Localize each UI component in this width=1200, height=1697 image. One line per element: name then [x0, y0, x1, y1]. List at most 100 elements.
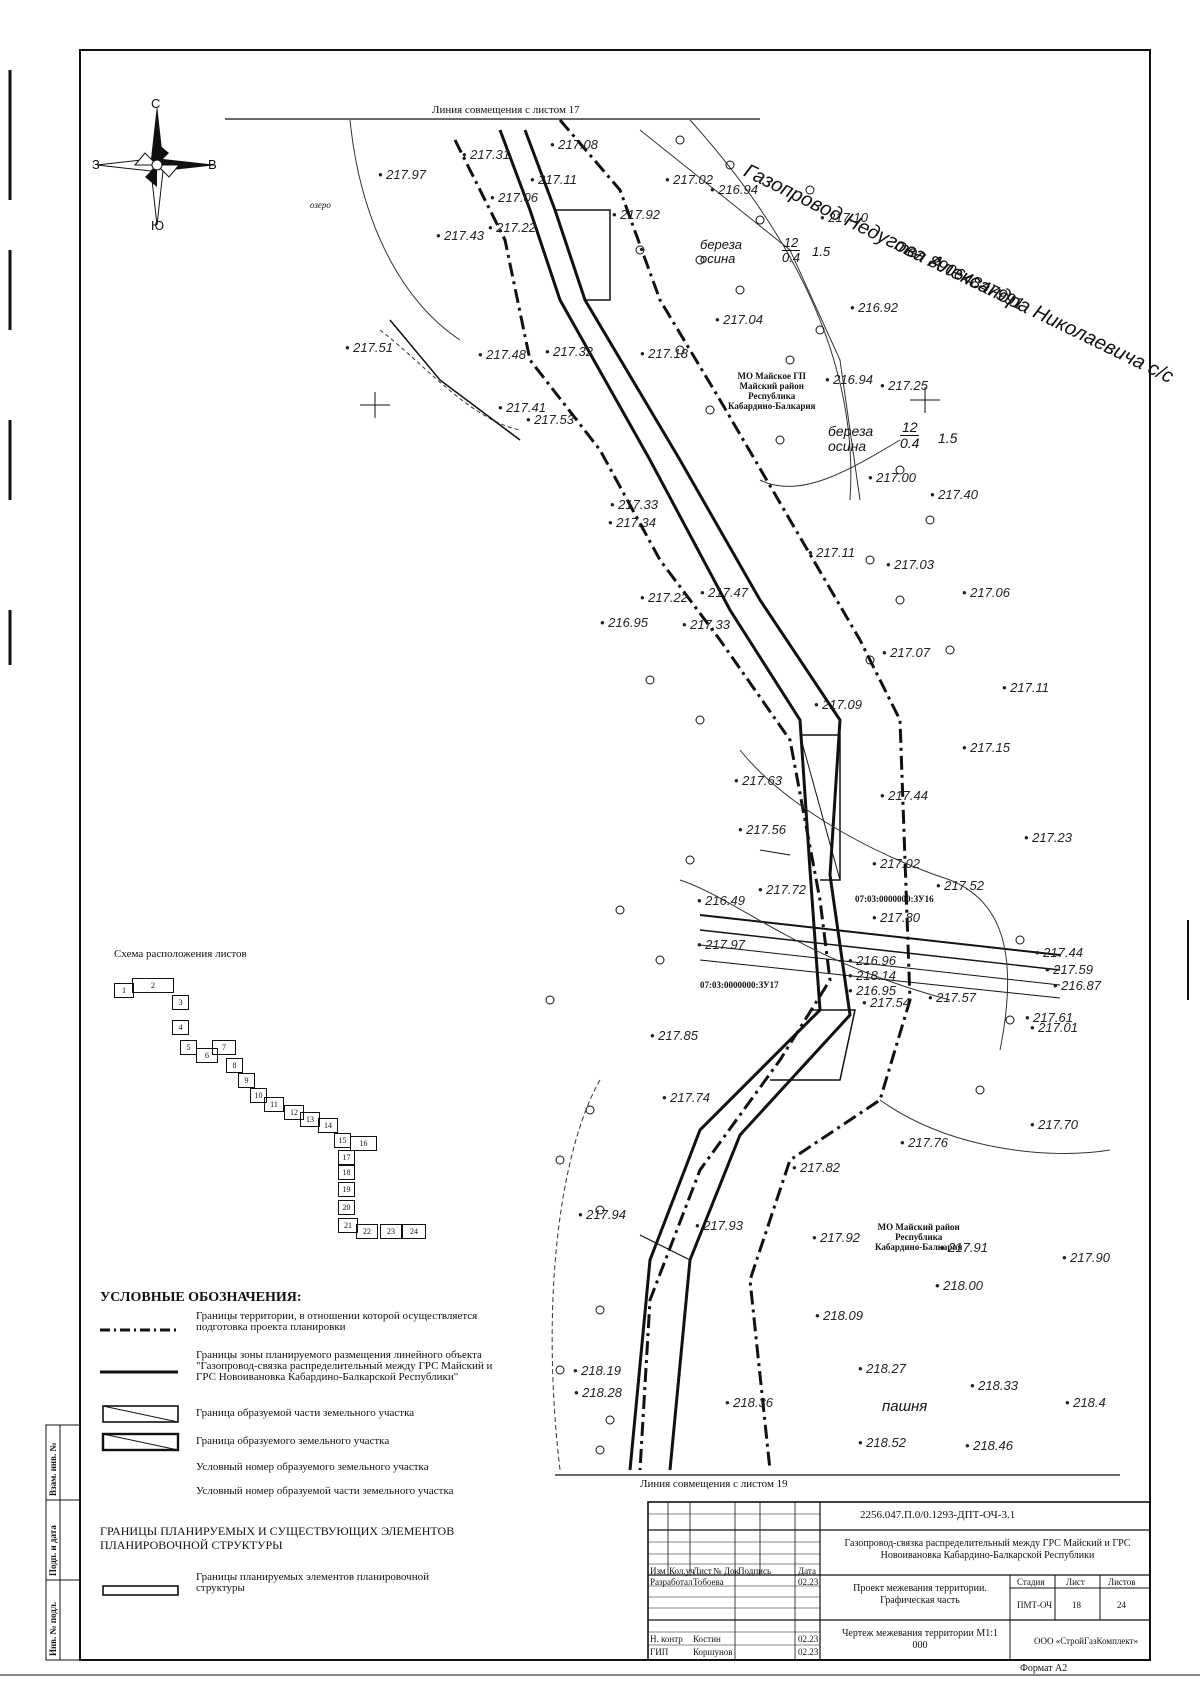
elevation-label: • 217.48 [478, 347, 526, 362]
stamp-header-date: Дата [798, 1566, 816, 1576]
sheet-cell: 7 [212, 1040, 236, 1055]
elevation-label: • 217.22 [640, 590, 688, 605]
territory-boundary-left [453, 139, 832, 1471]
territory-boundary-right [558, 119, 912, 1471]
mo-majskij-line-2: Республика [895, 1232, 943, 1242]
top-match-label: Линия совмещения с листом 17 [432, 104, 580, 116]
elevation-label: • 217.25 [880, 378, 928, 393]
mo-majskoe-line-1: МО Майское ГП [737, 371, 806, 381]
sheet-cell: 15 [334, 1133, 351, 1148]
sheet-cell: 4 [172, 1020, 189, 1035]
elevation-label: • 217.44 [880, 788, 928, 803]
elevation-label: • 217.44 [1035, 945, 1083, 960]
elevation-label: • 216.95 [600, 615, 648, 630]
elevation-label: • 217.94 [578, 1207, 626, 1222]
mo-majskij-line-1: МО Майский район [877, 1222, 960, 1232]
sheet-cell: 24 [402, 1224, 426, 1239]
elevation-label: • 217.80 [872, 910, 920, 925]
legend-symbols [100, 1328, 180, 1596]
tree1-fraction: 12 0.4 [782, 235, 801, 265]
elevation-label: • 218.27 [858, 1361, 906, 1376]
elevation-label: • 217.11 [808, 545, 855, 560]
sheet-cell: 16 [350, 1136, 377, 1151]
stamp-stage-label: Стадия [1017, 1577, 1045, 1587]
mo-majskoe-line-3: Республика [748, 391, 796, 401]
sheet-scheme-title: Схема расположения листов [114, 948, 247, 960]
stamp-sheets-label: Листов [1108, 1577, 1136, 1587]
elevation-label: • 216.49 [697, 893, 745, 908]
elevation-label: • 218.14 [848, 968, 896, 983]
stamp-company: ООО «СтройГазКомплект» [1034, 1636, 1139, 1646]
sheet-cell: 18 [338, 1165, 355, 1180]
elevation-label: • 217.09 [814, 697, 862, 712]
elevation-label: • 217.41 [498, 400, 546, 415]
pipeline-zone-left [498, 129, 822, 1471]
elevation-label: • 216.96 [848, 953, 896, 968]
elevation-label: • 217.32 [545, 344, 593, 359]
elevation-label: • 217.74 [662, 1090, 710, 1105]
stamp-header-sign: Подпись [738, 1566, 772, 1576]
elevation-label: • 218.00 [935, 1278, 983, 1293]
elevation-label: • 217.11 [1002, 680, 1049, 695]
legend-text-pipeline-zone: Границы зоны планируемого размещения лин… [196, 1349, 493, 1383]
elevation-label: • 217.00 [868, 470, 916, 485]
elevation-label: • 217.02 [872, 856, 920, 871]
pipeline-zone-right [523, 129, 852, 1471]
elevation-label: • 217.31 [462, 147, 510, 162]
elevation-label: • 217.07 [882, 645, 930, 660]
elevation-label: • 217.57 [928, 990, 976, 1005]
elevation-label: • 216.94 [710, 182, 758, 197]
sheet-cell: 5 [180, 1040, 197, 1055]
compass-rose-icon [96, 105, 217, 226]
elevation-label: • 217.92 [812, 1230, 860, 1245]
elevation-label: • 218.4 [1065, 1395, 1106, 1410]
tree1-numerator: 12 [782, 235, 801, 251]
sheet-cell: 6 [196, 1048, 218, 1063]
sheet-cell: 3 [172, 995, 189, 1010]
stamp-name-chief: Коршунов [693, 1647, 733, 1657]
tree1-denominator: 0.4 [782, 250, 801, 265]
tree1-species-2: осина [700, 251, 736, 266]
parcel-code-2: 07:03:0000000:ЗУ17 [700, 980, 779, 990]
elevation-label: • 217.72 [758, 882, 806, 897]
stamp-header-change: Изм [650, 1566, 666, 1576]
stamp-project: Газопровод-связка распределительный межд… [844, 1538, 1131, 1561]
elevation-label: • 217.82 [792, 1160, 840, 1175]
compass-west-label: З [92, 157, 100, 172]
elevation-label: • 216.95 [848, 983, 896, 998]
stamp-header-sheet: Лист [693, 1566, 712, 1576]
sheet-cell: 9 [238, 1073, 255, 1088]
legend-text-territory: Границы территории, в отношении которой … [196, 1310, 478, 1333]
elevation-label: • 218.28 [574, 1385, 622, 1400]
sheet-cell: 13 [300, 1112, 320, 1127]
elevation-label: • 217.15 [962, 740, 1010, 755]
elevation-label: • 217.90 [1062, 1250, 1110, 1265]
elevation-label: • 217.02 [665, 172, 713, 187]
elevation-label: • 217.97 [378, 167, 426, 182]
mo-majskij-label: МО Майский район Республика Кабардино-Ба… [875, 1222, 962, 1252]
elevation-label: • 217.63 [734, 773, 782, 788]
elevation-label: • 217.93 [695, 1218, 743, 1233]
elevation-label: • 217.04 [715, 312, 763, 327]
elevation-label: • 217.23 [1024, 830, 1072, 845]
elevation-label: • 217.54 [862, 995, 910, 1010]
elevation-label: • 217.92 [612, 207, 660, 222]
tree1-species-1: береза [700, 237, 742, 252]
elevation-label: • 217.03 [886, 557, 934, 572]
elevation-label: • 217.08 [550, 137, 598, 152]
elevation-label: • 217.85 [650, 1028, 698, 1043]
tree2-species-1: береза [828, 423, 874, 439]
sheet-cell: 19 [338, 1182, 355, 1197]
sheet-cell: 1 [114, 983, 134, 998]
stamp-section: Проект межевания территории. Графическая… [853, 1583, 987, 1606]
compass-north-label: С [151, 96, 161, 111]
stamp-sheet: 18 [1072, 1600, 1081, 1610]
sheet-cell: 8 [226, 1058, 243, 1073]
stamp-role-control: Н. контр [650, 1634, 683, 1644]
tree-group-2: береза осина [828, 424, 873, 454]
legend-text-part-number: Условный номер образуемой части земельно… [196, 1485, 454, 1497]
elevation-label: • 218.19 [573, 1363, 621, 1378]
elevation-label: • 217.76 [900, 1135, 948, 1150]
stamp-name-developer: Тобоева [693, 1577, 724, 1587]
elevation-label: • 216.92 [850, 300, 898, 315]
